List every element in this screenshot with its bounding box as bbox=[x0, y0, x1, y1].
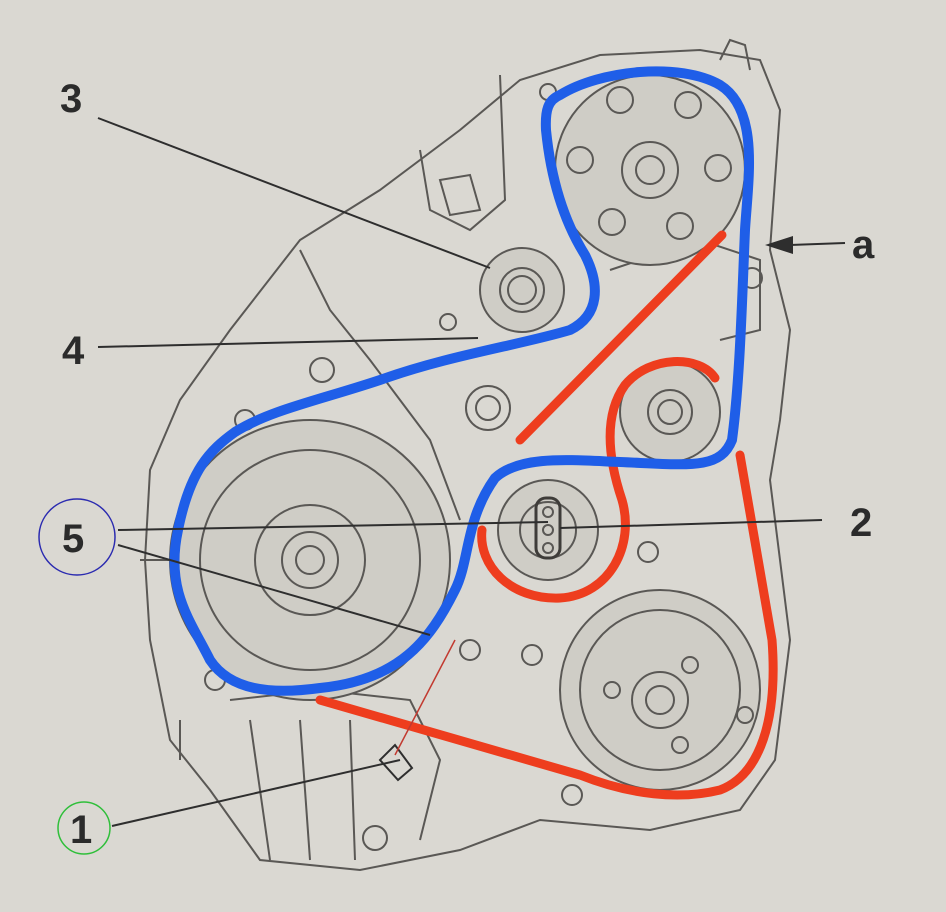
label-a: a bbox=[852, 223, 875, 267]
circle-around-5 bbox=[38, 498, 116, 576]
label-1: 1 bbox=[70, 808, 92, 852]
main-belt bbox=[169, 66, 754, 696]
engine-drawing bbox=[140, 38, 792, 872]
label-3: 3 bbox=[60, 77, 82, 121]
circle-around-1 bbox=[57, 801, 111, 855]
label-5: 5 bbox=[62, 517, 84, 561]
leader-lines bbox=[97, 117, 846, 827]
secondary-belt bbox=[315, 230, 778, 800]
label-2: 2 bbox=[850, 501, 872, 545]
label-4: 4 bbox=[62, 329, 85, 373]
